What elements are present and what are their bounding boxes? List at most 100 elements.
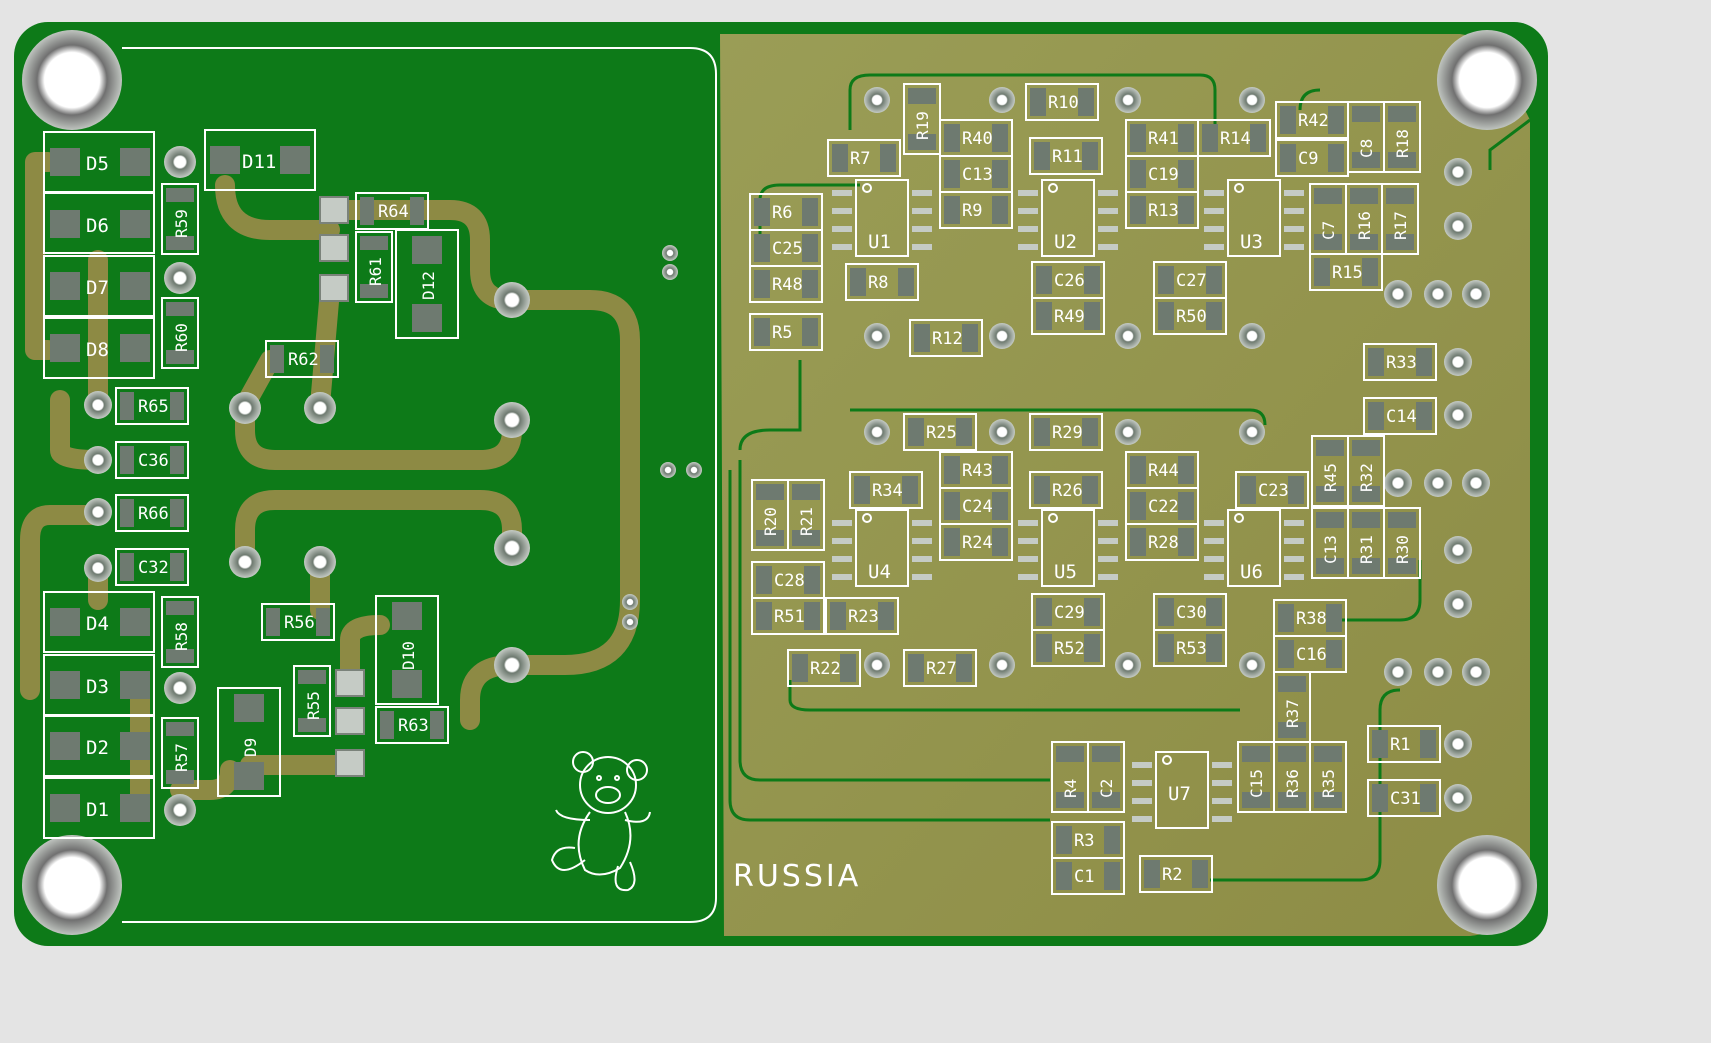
ic-u6: U6 [1204,509,1304,587]
label-r40: R40 [962,129,993,149]
via [1115,87,1141,113]
left-square-pads [319,196,365,777]
via [229,546,261,578]
via [494,402,530,438]
label-r37: R37 [1283,699,1302,728]
label-r20: R20 [761,507,780,536]
via [164,262,196,294]
pad [754,198,770,226]
label-c13: C13 [962,165,993,185]
pad [1352,486,1380,502]
component-r22: R22 [787,649,861,687]
via [1462,280,1490,308]
pad [756,484,784,500]
component-r11: R11 [1029,137,1103,175]
diode-d11: D11 [204,129,316,191]
label-r3: R3 [1074,831,1094,851]
via [1444,536,1472,564]
label-r1: R1 [1390,735,1410,755]
mounting-hole [22,835,122,935]
pad [1388,512,1416,528]
component-r38: R38 [1273,599,1347,637]
label-r38: R38 [1296,609,1327,629]
via [864,87,890,113]
component-c13: C13 [939,155,1013,193]
pad [1316,558,1344,574]
pad [1130,124,1146,152]
left-vias [84,146,702,826]
label-c8: C8 [1357,139,1376,158]
via [1115,652,1141,678]
pad [1036,302,1052,330]
pad [1206,634,1222,662]
pad [1314,792,1342,808]
pad [1368,402,1384,430]
pad [914,324,930,352]
pad [1034,142,1050,170]
mounting-hole [1437,835,1537,935]
label-c9: C9 [1298,149,1318,169]
label-d3: D3 [86,676,109,698]
pad [1084,634,1100,662]
right-traces [728,73,1531,882]
label-c30: C30 [1176,603,1207,623]
via [1444,401,1472,429]
pad [840,654,856,682]
pad [1092,792,1120,808]
via [1239,652,1265,678]
component-r14: R14 [1197,119,1271,157]
pad [1084,302,1100,330]
via [864,323,890,349]
pad [1388,106,1416,122]
component-r18: R18 [1383,101,1421,173]
label-r19: R19 [913,111,932,140]
pad [792,484,820,500]
component-r32: R32 [1347,435,1385,507]
component-c19: C19 [1125,155,1199,193]
label-r24: R24 [962,533,993,553]
component-r50: R50 [1153,297,1227,335]
component-r21: R21 [787,479,825,551]
via [494,282,530,318]
pad [908,88,936,104]
label-r4: R4 [1061,779,1080,798]
pad [1388,152,1416,168]
pad [1278,746,1306,762]
res-r61: R61 [355,231,393,303]
component-c16: C16 [1273,635,1347,673]
left-components: D5 D6 D7 D8 D4 D3 D2 D1 D11 D12 D10 D9 [43,129,459,839]
res-r55: R55 [293,665,331,737]
label-r48: R48 [772,275,803,295]
pad [992,456,1008,484]
label-r34: R34 [872,481,903,501]
pad [802,234,818,262]
label-r44: R44 [1148,461,1179,481]
label-d2: D2 [86,737,109,759]
label-c31: C31 [1390,789,1421,809]
label-d9: D9 [241,738,260,757]
pad [1056,792,1084,808]
pad [944,456,960,484]
cap-c32: C32 [115,548,189,586]
pad [1352,106,1380,122]
via [1115,419,1141,445]
via [1444,158,1472,186]
pad [1328,144,1344,172]
pad [1368,348,1384,376]
label-r45: R45 [1321,463,1340,492]
label-d10: D10 [399,641,418,670]
pad [878,602,894,630]
label-r28: R28 [1148,533,1179,553]
pad [1352,152,1380,168]
section-outline [122,47,717,923]
pad [1036,266,1052,294]
via [662,264,678,280]
pad [1206,302,1222,330]
pad [1082,476,1098,504]
pad [944,124,960,152]
mounting-holes [22,30,1537,935]
ic-u4: U4 [832,509,932,587]
component-r23: R23 [825,597,899,635]
pad [804,566,820,594]
